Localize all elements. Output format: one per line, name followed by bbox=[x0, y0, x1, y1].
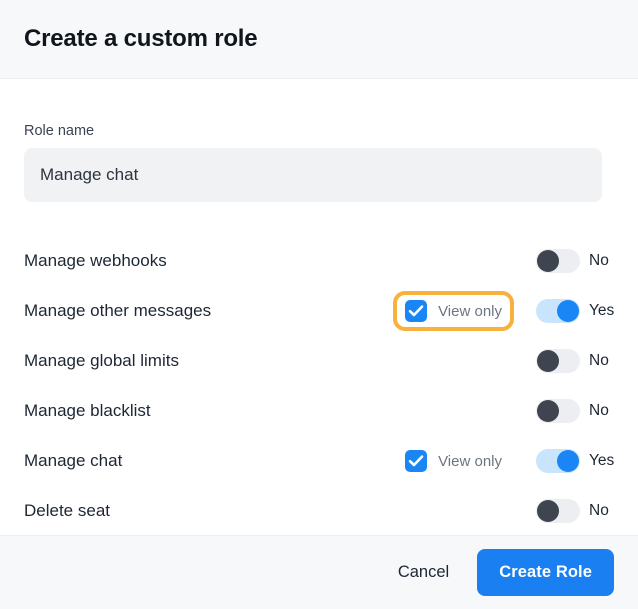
permission-toggle-group: Yes bbox=[536, 299, 614, 323]
view-only-checkbox[interactable] bbox=[405, 300, 428, 322]
permission-row: Manage chat View only Yes bbox=[24, 436, 614, 486]
permission-toggle-group: No bbox=[536, 499, 614, 523]
toggle-knob bbox=[557, 300, 579, 322]
permission-toggle[interactable] bbox=[536, 299, 580, 323]
permission-toggle-group: No bbox=[536, 399, 614, 423]
permission-row: Manage blacklistView onlyNo bbox=[24, 386, 614, 436]
permission-toggle[interactable] bbox=[536, 449, 580, 473]
role-name-input[interactable] bbox=[24, 148, 602, 202]
permission-toggle-group: No bbox=[536, 349, 614, 373]
modal-footer: Cancel Create Role bbox=[0, 535, 638, 609]
permissions-list: Manage webhooksView onlyNoManage other m… bbox=[24, 236, 614, 535]
permission-toggle[interactable] bbox=[536, 399, 580, 423]
view-only-checkbox[interactable] bbox=[405, 450, 428, 472]
permission-row: Delete seatView onlyNo bbox=[24, 486, 614, 535]
permission-row: Manage webhooksView onlyNo bbox=[24, 236, 614, 286]
toggle-knob bbox=[537, 250, 559, 272]
permission-row: Manage global limitsView onlyNo bbox=[24, 336, 614, 386]
create-role-button[interactable]: Create Role bbox=[477, 549, 614, 596]
toggle-knob bbox=[537, 500, 559, 522]
view-only-label: View only bbox=[438, 302, 502, 320]
cancel-button[interactable]: Cancel bbox=[394, 555, 453, 590]
view-only-label: View only bbox=[438, 452, 502, 470]
permission-label: Manage global limits bbox=[24, 351, 179, 370]
permission-label: Manage webhooks bbox=[24, 251, 167, 270]
page-title: Create a custom role bbox=[24, 25, 258, 52]
permission-label: Manage other messages bbox=[24, 301, 212, 320]
toggle-knob bbox=[557, 450, 579, 472]
permission-row: Manage other messages View only Yes bbox=[24, 286, 614, 336]
toggle-state-label: No bbox=[589, 502, 609, 519]
permission-toggle[interactable] bbox=[536, 349, 580, 373]
permission-label: Manage blacklist bbox=[24, 401, 151, 420]
permission-label: Delete seat bbox=[24, 501, 110, 520]
role-name-label: Role name bbox=[24, 123, 95, 139]
toggle-state-label: No bbox=[589, 352, 609, 369]
toggle-knob bbox=[537, 400, 559, 422]
view-only-group-highlighted[interactable]: View only bbox=[393, 291, 514, 331]
permission-toggle-group: Yes bbox=[536, 449, 614, 473]
permission-toggle-group: No bbox=[536, 249, 614, 273]
toggle-state-label: Yes bbox=[589, 302, 615, 319]
permission-toggle[interactable] bbox=[536, 249, 580, 273]
toggle-state-label: No bbox=[589, 402, 609, 419]
toggle-state-label: Yes bbox=[589, 452, 615, 469]
permission-toggle[interactable] bbox=[536, 499, 580, 523]
permission-label: Manage chat bbox=[24, 451, 123, 470]
modal-body: Role name Manage webhooksView onlyNoMana… bbox=[0, 79, 638, 535]
toggle-knob bbox=[537, 350, 559, 372]
toggle-state-label: No bbox=[589, 252, 609, 269]
view-only-group[interactable]: View only bbox=[393, 441, 514, 481]
modal-header: Create a custom role bbox=[0, 0, 638, 79]
